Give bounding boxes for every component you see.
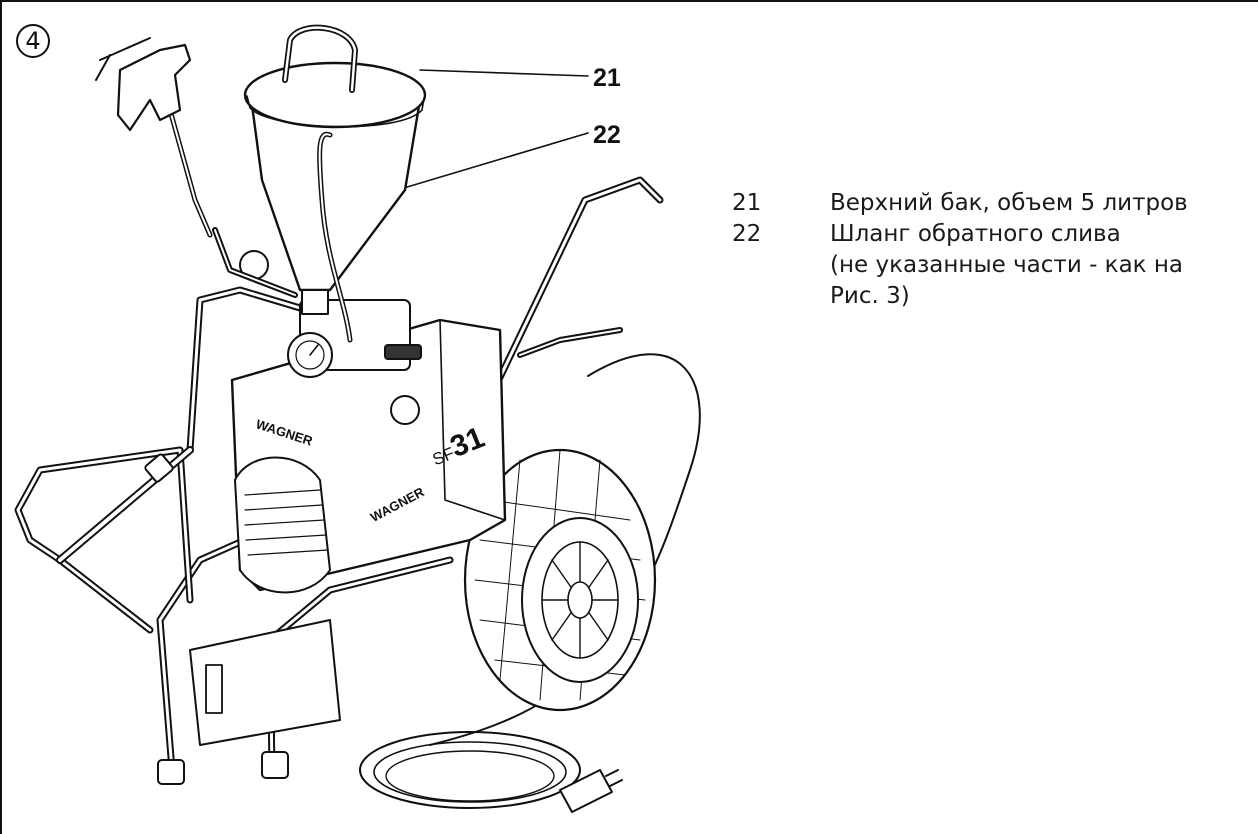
base-box (189, 619, 341, 746)
relief-lever (384, 344, 422, 360)
callout-label-22: 22 (593, 121, 621, 149)
figure-number-badge: 4 (16, 24, 50, 58)
foot-left (157, 759, 185, 785)
legend-number (732, 281, 830, 312)
legend-text: Верхний бак, объем 5 литров (830, 190, 1188, 216)
power-cord (429, 353, 701, 746)
legend-number: 22 (732, 221, 762, 247)
legend-text: Шланг обратного слива (830, 221, 1121, 247)
legend-number (732, 250, 830, 281)
pressure-knob (390, 395, 420, 425)
legend-row: Рис. 3) (732, 281, 1258, 312)
legend-row: (не указанные части - как на (732, 250, 1258, 281)
callout-label-21: 21 (593, 64, 621, 92)
legend-row: 22 Шланг обратного слива (732, 219, 1258, 250)
plug (559, 769, 613, 813)
leader-line-21 (419, 69, 589, 77)
legend-text: (не указанные части - как на (830, 252, 1184, 278)
legend-text: Рис. 3) (830, 283, 910, 309)
foot-right (261, 751, 289, 779)
tank-lid (243, 61, 427, 129)
parts-legend: 21 Верхний бак, объем 5 литров 22 Шланг … (732, 188, 1258, 312)
legend-number: 21 (732, 190, 762, 216)
cord-coil (359, 731, 581, 809)
legend-row: 21 Верхний бак, объем 5 литров (732, 188, 1258, 219)
spray-gun (116, 43, 192, 132)
